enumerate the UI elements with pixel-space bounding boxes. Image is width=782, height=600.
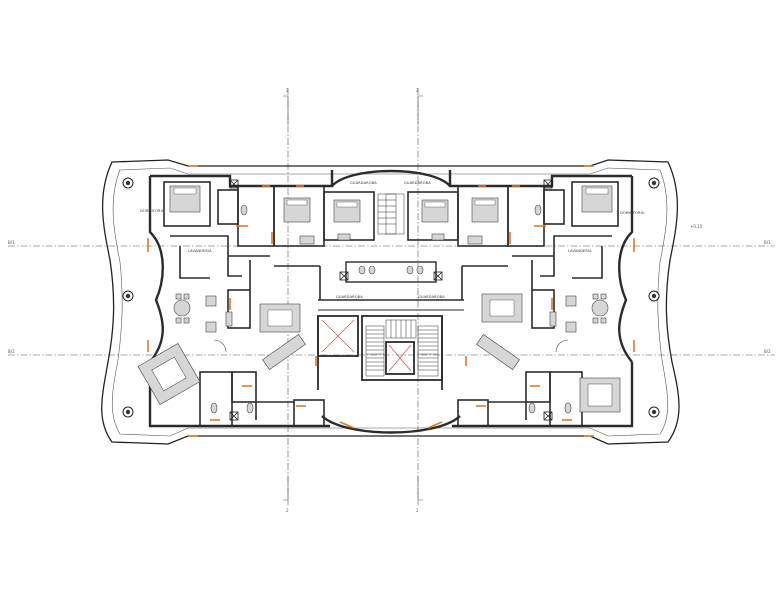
axis-right-top: B/1 bbox=[764, 240, 771, 245]
terrace-outline bbox=[101, 159, 680, 445]
corner-columns bbox=[122, 177, 660, 418]
label-right-closet: GUARDAROBA bbox=[418, 295, 445, 299]
axis-bottom-right: 2 bbox=[416, 508, 419, 513]
label-left-laundry: LAVANDERIA bbox=[188, 249, 212, 253]
axis-left-top: B/1 bbox=[8, 240, 15, 245]
exterior-walls bbox=[148, 169, 634, 434]
doors bbox=[147, 165, 635, 437]
label-left-bedroom: DORMITORIO bbox=[140, 209, 165, 213]
interior-walls-left bbox=[163, 181, 375, 427]
axis-top-right: 2 bbox=[416, 88, 419, 93]
label-mid-right-closet: GUARDAROBA bbox=[404, 181, 431, 185]
label-right-bedroom: DORMITORIO bbox=[620, 211, 645, 215]
furniture-left bbox=[137, 185, 376, 414]
furniture-right bbox=[406, 185, 621, 414]
stairs bbox=[365, 193, 439, 377]
north-note: +0.15 bbox=[690, 224, 703, 229]
axis-left-bottom: B/2 bbox=[8, 349, 15, 354]
label-right-laundry: LAVANDERIA bbox=[568, 249, 592, 253]
axis-right-bottom: B/2 bbox=[764, 349, 771, 354]
label-left-closet: GUARDAROBA bbox=[336, 295, 363, 299]
shafts bbox=[229, 179, 553, 421]
axis-top-left: 2 bbox=[286, 88, 289, 93]
label-mid-left-closet: GUARDAROBA bbox=[350, 181, 377, 185]
axis-bottom-left: 2 bbox=[286, 508, 289, 513]
